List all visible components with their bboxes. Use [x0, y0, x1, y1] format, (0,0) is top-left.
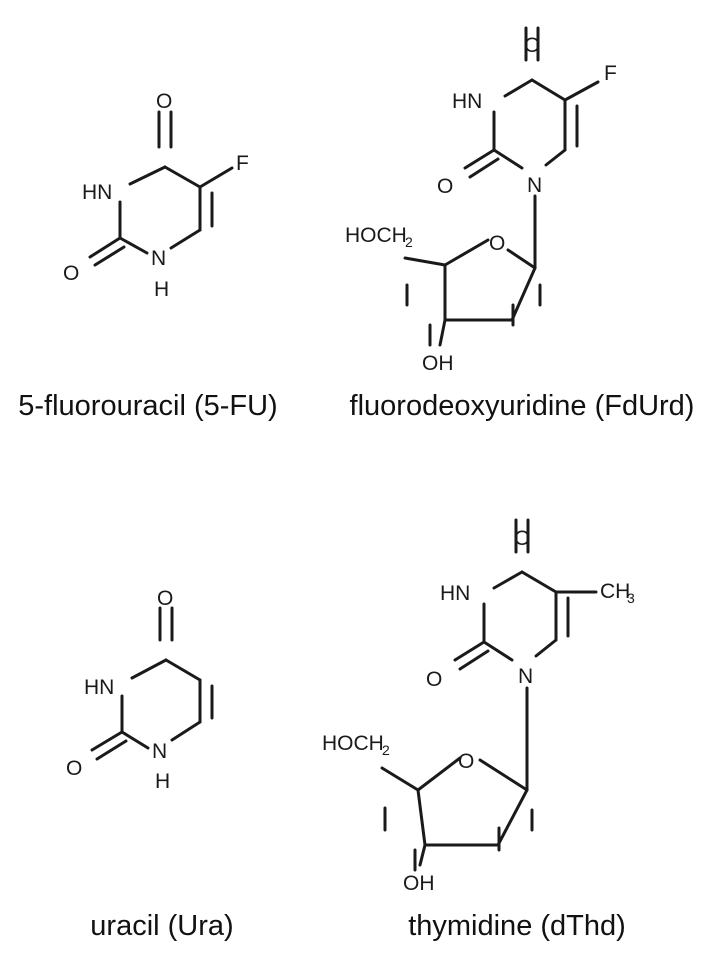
- atom-hoch2: HOCH: [345, 224, 407, 247]
- atom-o4: O: [156, 90, 172, 113]
- atom-hn3: HN: [452, 90, 482, 113]
- uracil-bonds: [90, 606, 214, 761]
- atom-n1: N: [518, 665, 533, 688]
- atom-o2: O: [63, 262, 79, 285]
- caption-uracil: uracil (Ura): [90, 910, 233, 942]
- atom-hn3: HN: [440, 582, 470, 605]
- atom-f: F: [236, 152, 249, 175]
- atom-o4: O: [524, 34, 540, 57]
- atom-o2: O: [66, 757, 82, 780]
- atom-o4: O: [157, 587, 173, 610]
- molecule-thymidine: O CH 3 HN O N HOCH 2 O OH thymidine (dTh…: [322, 518, 635, 942]
- fluorouracil-bonds: [88, 110, 234, 267]
- atom-o2: O: [426, 668, 442, 691]
- atom-n1: N: [527, 174, 542, 197]
- molecule-fluorodeoxyuridine: O F HN O N HOCH 2 O OH fluorodeoxyuridin…: [345, 26, 695, 422]
- atom-oh: OH: [403, 872, 435, 895]
- atom-o4: O: [514, 527, 530, 550]
- atom-h1: H: [154, 278, 169, 301]
- caption-thymidine: thymidine (dThd): [408, 910, 626, 942]
- atom-hoch2-subscript: 2: [405, 234, 413, 250]
- caption-fluorodeoxyuridine: fluorodeoxyuridine (FdUrd): [350, 390, 695, 422]
- atom-hoch2-subscript: 2: [382, 742, 390, 758]
- molecule-fluorouracil: O F HN O N H 5-fluorouracil (5-FU): [18, 90, 277, 422]
- molecule-uracil: O HN O N H uracil (Ura): [66, 587, 234, 942]
- atom-ch3: CH: [600, 580, 630, 603]
- atom-hoch2: HOCH: [322, 732, 384, 755]
- atom-ring-o: O: [458, 750, 474, 773]
- atom-n1: N: [152, 740, 167, 763]
- atom-o2: O: [437, 175, 453, 198]
- atom-ring-o: O: [489, 232, 505, 255]
- fluorodeoxyuridine-bonds: [403, 26, 600, 347]
- thymidine-bonds: [380, 518, 598, 872]
- atom-n1: N: [151, 247, 166, 270]
- atom-ch3-subscript: 3: [627, 590, 635, 606]
- atom-oh: OH: [422, 352, 454, 375]
- atom-f: F: [604, 62, 617, 85]
- atom-h1: H: [155, 770, 170, 793]
- caption-fluorouracil: 5-fluorouracil (5-FU): [18, 390, 277, 422]
- atom-hn3: HN: [84, 676, 114, 699]
- atom-hn3: HN: [82, 181, 112, 204]
